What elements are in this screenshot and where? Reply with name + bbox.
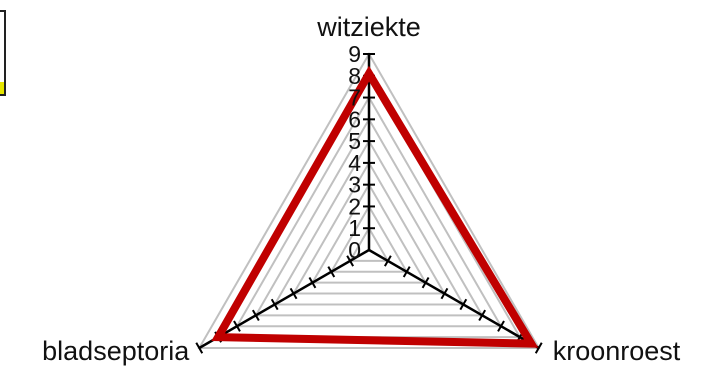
axis-tick-1-4 bbox=[440, 287, 449, 300]
tick-label-5: 5 bbox=[348, 128, 361, 154]
tick-label-7: 7 bbox=[348, 85, 361, 111]
tick-label-4: 4 bbox=[348, 150, 361, 176]
tick-label-2: 2 bbox=[348, 193, 361, 219]
axis-tick-1-7 bbox=[497, 320, 505, 332]
axis-labels: witziekte kroonroest bladseptoria bbox=[42, 12, 681, 366]
axis-tick-2-6 bbox=[251, 309, 260, 322]
tick-label-0: 0 bbox=[348, 237, 361, 263]
axis-label-kroonroest: kroonroest bbox=[553, 336, 681, 366]
legend-swatch bbox=[0, 82, 4, 94]
axis-tick-1-6 bbox=[478, 309, 487, 322]
axis-line-2 bbox=[198, 248, 370, 350]
axis-line-1 bbox=[368, 248, 540, 350]
axis-tick-2-5 bbox=[270, 298, 279, 311]
axis-tick-1-3 bbox=[421, 276, 430, 289]
grid-ring-3 bbox=[310, 182, 428, 284]
axis-tick-1-1 bbox=[383, 255, 392, 267]
axis-tick-2-9 bbox=[195, 342, 204, 354]
series-line-0 bbox=[211, 65, 539, 348]
axis-tick-2-3 bbox=[308, 276, 317, 289]
tick-labels: 0 1 2 3 4 5 6 7 8 9 bbox=[348, 41, 361, 263]
axis-tick-2-4 bbox=[289, 287, 298, 300]
axis-tick-1-5 bbox=[459, 298, 468, 311]
grid-ring-6 bbox=[254, 117, 484, 317]
axis-label-bladseptoria: bladseptoria bbox=[42, 336, 190, 366]
grid-ring-2 bbox=[329, 204, 409, 273]
tick-label-9: 9 bbox=[348, 41, 361, 67]
axis-tick-1-2 bbox=[402, 266, 411, 278]
axis-tick-2-2 bbox=[327, 266, 336, 278]
grid-ring-5 bbox=[272, 139, 466, 306]
legend-fragment bbox=[0, 10, 6, 96]
axis-label-witziekte: witziekte bbox=[316, 12, 421, 42]
tick-label-8: 8 bbox=[348, 63, 361, 89]
grid-ring-9 bbox=[197, 51, 541, 349]
tick-label-6: 6 bbox=[348, 106, 361, 132]
grid-ring-4 bbox=[291, 160, 447, 295]
axis-tick-2-1 bbox=[346, 255, 355, 267]
grid-ring-7 bbox=[235, 95, 503, 328]
axis-tick-1-9 bbox=[534, 342, 543, 354]
tick-label-3: 3 bbox=[348, 172, 361, 198]
axis-tick-2-7 bbox=[233, 320, 241, 332]
tick-label-1: 1 bbox=[348, 215, 361, 241]
grid-ring-1 bbox=[348, 226, 390, 262]
series-layer bbox=[211, 65, 539, 348]
